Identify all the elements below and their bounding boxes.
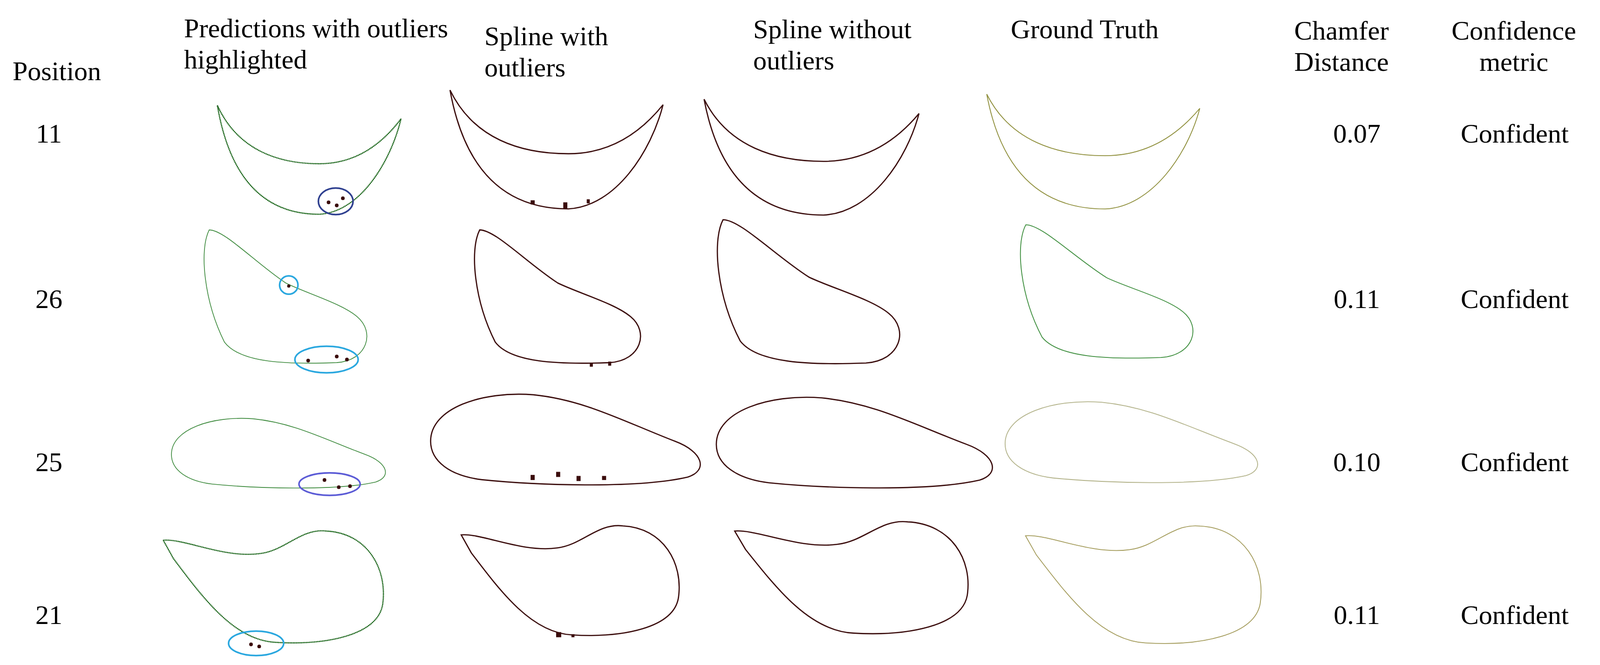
- column-header: Spline with outliers: [484, 20, 653, 83]
- column-header: Position: [0, 55, 132, 88]
- position-number: 11: [0, 118, 124, 150]
- column-header: Ground Truth: [1010, 13, 1235, 46]
- confidence-value: Confident: [1440, 446, 1590, 478]
- spline-without-outliers: [704, 99, 993, 634]
- ground-truth-shapes: [986, 94, 1261, 644]
- column-header: Predictions with outliers highlighted: [183, 13, 455, 75]
- spline-outlier-bumps: [530, 199, 612, 638]
- chamfer-distance: 0.11: [1282, 599, 1432, 631]
- column-header: Spline without outliers: [753, 13, 959, 76]
- position-number: 21: [0, 599, 124, 631]
- chamfer-distance: 0.11: [1282, 283, 1432, 315]
- position-number: 25: [0, 446, 124, 478]
- confidence-value: Confident: [1440, 283, 1590, 315]
- position-number: 26: [0, 283, 124, 315]
- confidence-value: Confident: [1440, 599, 1590, 631]
- chamfer-distance: 0.07: [1282, 118, 1432, 150]
- column-header: Confidence metric: [1436, 15, 1591, 78]
- outlier-highlights: [228, 188, 361, 656]
- prediction-shapes: [163, 105, 402, 643]
- outlier-points: [249, 196, 352, 648]
- spline-with-outliers: [430, 89, 701, 635]
- column-header: Chamfer Distance: [1266, 15, 1417, 78]
- chamfer-distance: 0.10: [1282, 446, 1432, 478]
- prediction-points: [163, 105, 402, 643]
- confidence-value: Confident: [1440, 118, 1590, 150]
